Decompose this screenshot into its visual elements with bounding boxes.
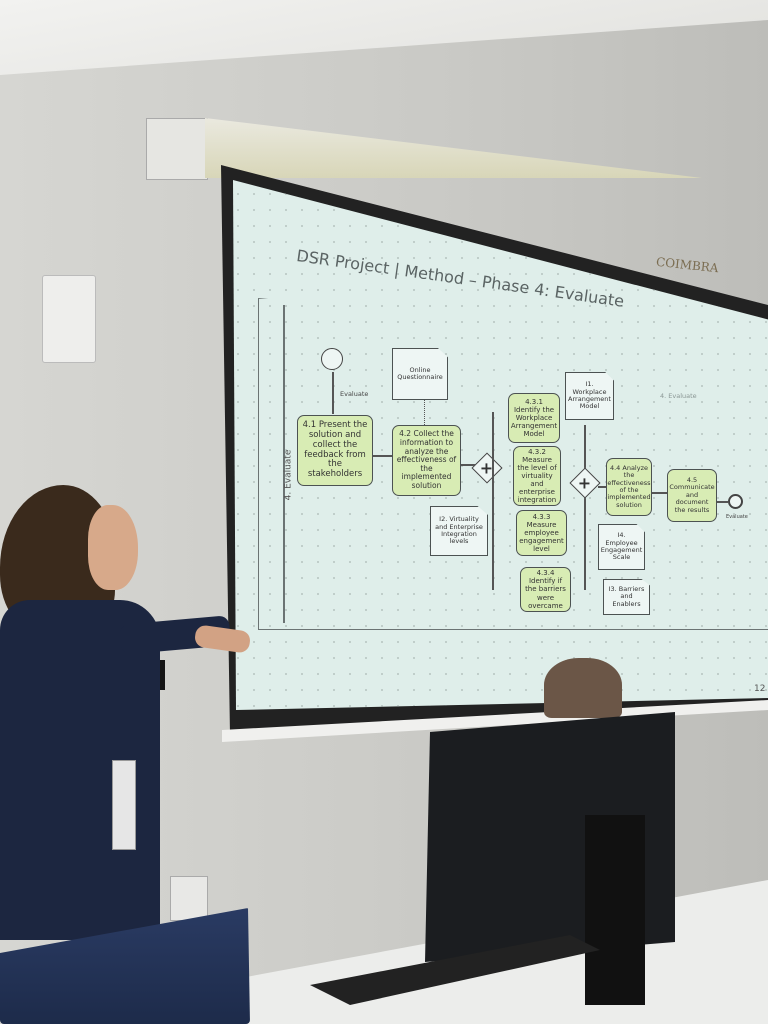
flow-arrow xyxy=(332,372,334,414)
task-4-1: 4.1 Present the solution and collect the… xyxy=(297,415,373,486)
doc-workplace-arrangement-model: I1. Workplace Arrangement Model xyxy=(565,372,614,420)
task-4-3-2: 4.3.2 Measure the level of virtuality an… xyxy=(513,446,561,506)
flow-arrow xyxy=(717,501,728,503)
lane-label: 4. Evaluate xyxy=(283,449,294,501)
task-4-3-1: 4.3.1 Identify the Workplace Arrangement… xyxy=(508,393,560,443)
end-event xyxy=(728,494,743,509)
doc-employee-engagement-scale: I4. Employee Engagement Scale xyxy=(598,524,645,570)
flow-merge xyxy=(584,425,586,590)
start-label: Evaluate xyxy=(340,390,369,398)
task-4-3-4: 4.3.4 Identify if the barriers were over… xyxy=(520,567,571,612)
start-event xyxy=(321,348,343,370)
flow-arrow xyxy=(598,486,606,488)
ceiling-device xyxy=(146,118,208,180)
task-4-2: 4.2 Collect the information to analyze t… xyxy=(392,425,461,496)
flow-arrow xyxy=(373,455,392,457)
presenter-face xyxy=(88,505,138,590)
wall-speaker xyxy=(42,275,96,363)
doc-barriers-enablers: I3. Barriers and Enablers xyxy=(603,579,650,615)
doc-online-questionnaire: Online Questionnaire xyxy=(392,348,448,400)
task-4-5: 4.5 Communicate and document the results xyxy=(667,469,717,522)
data-association xyxy=(424,400,425,425)
flow-arrow xyxy=(461,464,476,466)
monitor-stand xyxy=(585,815,645,1005)
task-4-3-3: 4.3.3 Measure employee engagement level xyxy=(516,510,567,556)
flow-branch xyxy=(492,412,494,590)
page-number: 12 xyxy=(754,684,766,694)
gateway-plus-icon: + xyxy=(578,473,592,493)
end-label: Evaluate xyxy=(726,514,748,520)
flow-arrow xyxy=(652,492,667,494)
wall-outlet xyxy=(170,876,208,921)
task-4-4: 4.4 Analyze the effectiveness of the imp… xyxy=(606,458,652,516)
lane-divider xyxy=(283,305,285,623)
name-badge xyxy=(112,760,136,850)
sublane-label: 4. Evaluate xyxy=(660,392,697,400)
doc-virtuality-integration-levels: I2. Virtuality and Enterprise Integratio… xyxy=(430,506,488,556)
audience-member-head xyxy=(544,658,622,718)
